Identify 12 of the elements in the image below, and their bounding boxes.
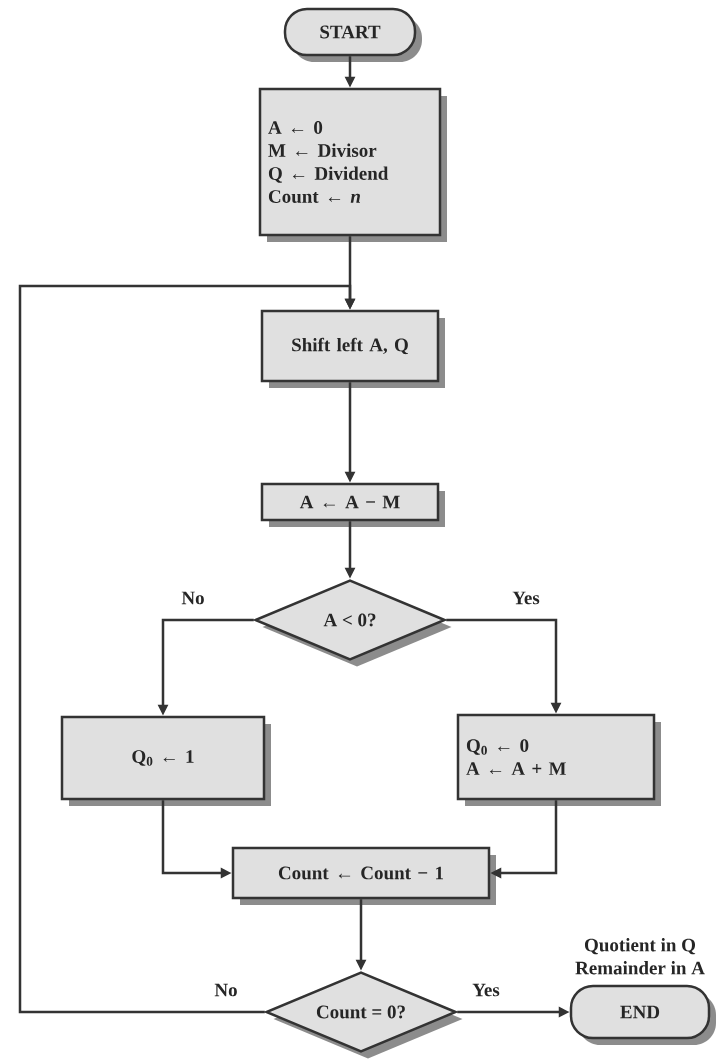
annotation-text: Quotient in Q Remainder in A	[575, 938, 705, 975]
process-box: Q$_{0}$ ← 1	[60, 715, 271, 806]
process-box: A ← 0 M ← Divisor Q ← Dividend Count ← n	[258, 87, 447, 242]
edge-label: Yes	[471, 982, 501, 998]
process-box: A ← A − M	[260, 482, 445, 527]
arrow	[18, 284, 356, 1014]
edge-label: No	[180, 590, 206, 606]
edge-label: Yes	[511, 590, 541, 606]
edge-label: No	[213, 982, 239, 998]
process-box: Count ← Count − 1	[231, 846, 496, 905]
process-box: Shift left A, Q	[260, 309, 445, 388]
process-box: Q$_{0}$ ← 0 A ← A + M	[456, 713, 661, 806]
